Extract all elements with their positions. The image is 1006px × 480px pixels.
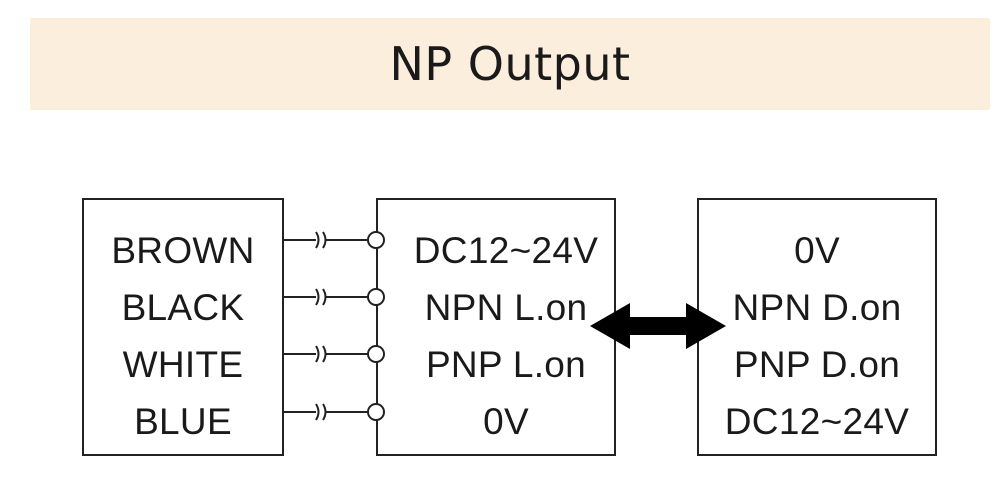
connector-break-icon	[315, 345, 327, 363]
terminal-label: PNP L.on	[425, 344, 587, 385]
terminal-label: NPN L.on	[424, 287, 588, 328]
terminal-circle-icon	[367, 403, 385, 421]
terminal-label: DC12~24V	[413, 230, 599, 271]
connector-break-icon	[315, 403, 327, 421]
connector-break-icon	[315, 288, 327, 306]
wire-color-label: BLACK	[121, 287, 245, 328]
title-banner: NP Output	[30, 18, 990, 110]
terminal-box: DC12~24V NPN L.on PNP L.on 0V	[376, 198, 616, 456]
wire-connection	[284, 231, 385, 249]
mapping-label: DC12~24V	[724, 401, 910, 442]
mapping-label: 0V	[794, 230, 840, 271]
wire-connection	[284, 345, 385, 363]
mapping-label: PNP D.on	[733, 344, 901, 385]
terminal-circle-icon	[367, 231, 385, 249]
terminal-circle-icon	[367, 345, 385, 363]
mapping-label: NPN D.on	[732, 287, 902, 328]
diagram-title: NP Output	[389, 37, 631, 91]
wire-color-label: BLUE	[134, 401, 232, 442]
wire-color-label: WHITE	[122, 344, 244, 385]
terminal-circle-icon	[367, 288, 385, 306]
wire-connection	[284, 288, 385, 306]
wire-color-box: BROWN BLACK WHITE BLUE	[82, 198, 284, 456]
wire-connection	[284, 403, 385, 421]
terminal-label: 0V	[483, 401, 529, 442]
mapping-box: 0V NPN D.on PNP D.on DC12~24V	[697, 198, 937, 456]
double-arrow-icon	[590, 303, 726, 349]
wire-color-label: BROWN	[111, 230, 255, 271]
connector-break-icon	[315, 231, 327, 249]
